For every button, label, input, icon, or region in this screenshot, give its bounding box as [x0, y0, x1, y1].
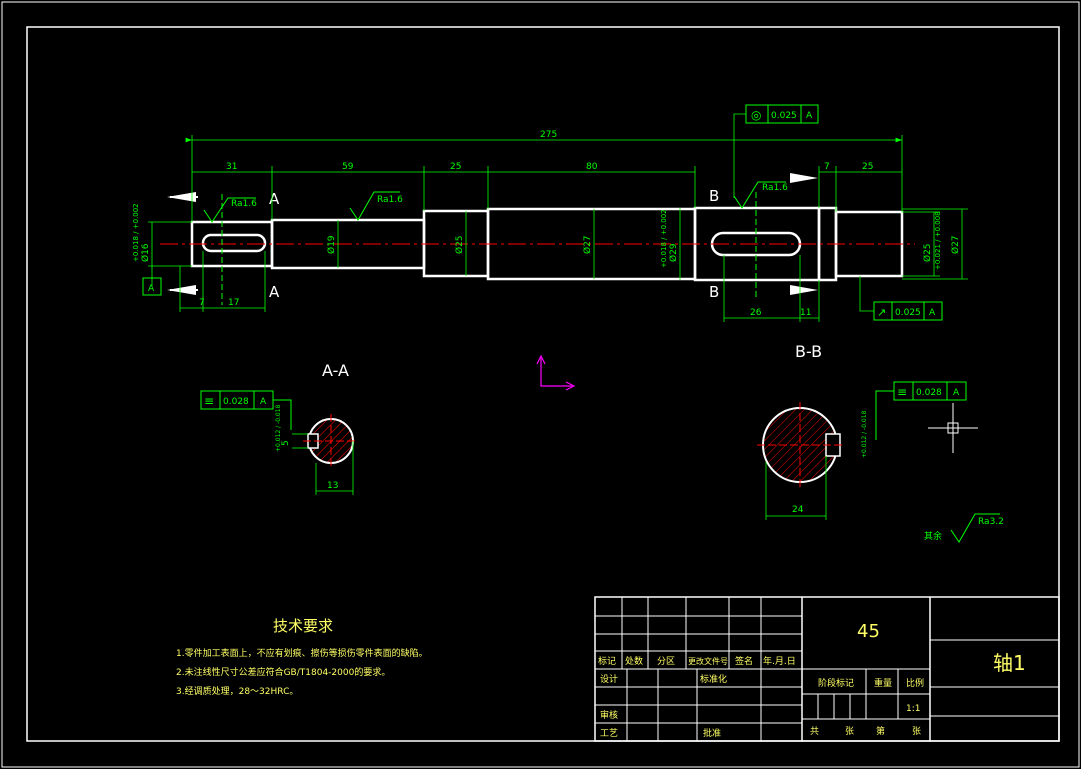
section-mark-b-top: B [709, 187, 719, 205]
title-label-standardize: 标准化 [700, 673, 727, 685]
tolerance-value: 0.028 [916, 388, 942, 398]
ucs-icon [536, 354, 576, 391]
title-header-change-doc: 更改文件号 [688, 656, 728, 666]
dim-dia-27a: Ø27 [582, 235, 593, 254]
section-mark-b-bottom: B [709, 283, 719, 301]
title-label-process: 工艺 [600, 728, 618, 739]
section-title-b: B-B [795, 342, 822, 361]
title-header-date: 年.月.日 [763, 655, 796, 667]
title-label-scale: 比例 [906, 677, 924, 689]
title-label-review: 审核 [600, 709, 618, 721]
tolerance-value: 0.025 [771, 111, 797, 121]
section-view-b: 24 +0.012 / -0.018 [757, 402, 868, 520]
crosshair-cursor-icon [928, 403, 978, 453]
dim-dia-25b-tol: +0.021 / +0.008 [934, 211, 942, 270]
dimension-lines [148, 113, 968, 322]
dim-overall-length: 275 [540, 130, 557, 140]
dim-length-25a: 25 [450, 162, 461, 172]
symmetry-icon: ≡ [897, 385, 907, 399]
tolerance-frame-symmetry-a: ≡ 0.028 A [200, 390, 292, 430]
dim-dia-16: Ø16 [140, 243, 151, 262]
section-mark-a-top: A [269, 190, 280, 208]
section-title-a: A-A [322, 361, 349, 380]
title-block [594, 596, 1060, 742]
title-label-sheet: 张 [912, 726, 921, 737]
dim-section-b-width: 24 [792, 505, 804, 515]
tolerance-frame-runout-top: ◎ 0.025 A [745, 104, 819, 124]
dim-dia-16-tol: +0.018 / +0.002 [132, 203, 140, 262]
dim-key-length-17: 17 [228, 298, 239, 308]
tolerance-frame-symmetry-b: ≡ 0.028 A [875, 381, 967, 440]
dim-section-b-tol: +0.012 / -0.018 [861, 410, 868, 458]
tolerance-value: 0.028 [223, 397, 249, 407]
dim-dia-25a: Ø25 [454, 235, 465, 254]
dim-dia-29: Ø29 [668, 243, 679, 262]
tolerance-datum: A [260, 397, 267, 407]
runout-icon: ↗ [877, 306, 886, 319]
tech-requirement-item: 3.经调质处理，28～32HRC。 [176, 685, 298, 697]
title-label-total: 共 [810, 726, 819, 737]
dim-section-a-tol: +0.012 / -0.018 [275, 404, 282, 452]
dim-section-a-key: 5 [281, 440, 291, 446]
dim-key-offset-7: 7 [199, 298, 205, 308]
title-header-mark: 标记 [598, 655, 616, 667]
roughness-symbols [203, 181, 1000, 543]
dim-key-offset-11: 11 [800, 308, 811, 318]
symmetry-icon: ≡ [204, 394, 214, 408]
concentricity-icon: ◎ [751, 108, 761, 122]
title-value-scale: 1:1 [906, 704, 920, 714]
dim-dia-27b: Ø27 [950, 235, 961, 254]
title-header-zone: 分区 [657, 656, 675, 667]
dim-dia-19: Ø19 [326, 235, 337, 254]
dim-length-25b: 25 [862, 162, 873, 172]
tolerance-datum: A [806, 111, 813, 121]
tolerance-datum: A [953, 388, 960, 398]
roughness-other-caption: 其余 [924, 530, 942, 542]
keyway-left [201, 233, 267, 253]
dim-length-7: 7 [824, 162, 830, 172]
datum-label: A [148, 284, 155, 294]
datum-frame-left: A [142, 277, 162, 296]
section-view-a: 13 5 +0.012 / -0.018 [275, 404, 358, 495]
roughness-other-label: Ra3.2 [978, 517, 1004, 527]
tech-requirement-item: 1.零件加工表面上，不应有划痕、擦伤等损伤零件表面的缺陷。 [176, 647, 428, 659]
dim-length-80: 80 [586, 162, 598, 172]
title-label-approve: 批准 [703, 727, 721, 739]
tech-requirements-title: 技术要求 [273, 617, 333, 635]
dim-length-31: 31 [226, 162, 237, 172]
roughness-right-label: Ra1.6 [762, 183, 788, 193]
title-label-weight: 重量 [874, 677, 892, 689]
dim-length-59: 59 [342, 162, 354, 172]
tolerance-frame-runout-right: ↗ 0.025 A [873, 301, 943, 321]
title-header-signature: 签名 [735, 655, 753, 667]
roughness-left-label: Ra1.6 [231, 199, 257, 209]
title-label-design: 设计 [600, 673, 618, 685]
dim-dia-25b: Ø25 [922, 243, 933, 262]
title-part-name: 轴1 [993, 651, 1026, 675]
title-label-stage-mark: 阶段标记 [818, 677, 854, 689]
title-material: 45 [857, 621, 880, 642]
dim-section-a-width: 13 [327, 481, 338, 491]
title-label-page: 第 [876, 725, 885, 737]
title-header-count: 处数 [625, 655, 643, 667]
tech-requirements: 技术要求 1.零件加工表面上，不应有划痕、擦伤等损伤零件表面的缺陷。 2.未注线… [176, 617, 428, 697]
dim-dia-29-tol: +0.018 / +0.002 [660, 209, 668, 268]
roughness-shaft19-label: Ra1.6 [377, 195, 403, 205]
section-mark-a-bottom: A [269, 283, 280, 301]
title-label-sheets: 张 [845, 726, 854, 737]
dim-key-length-26: 26 [750, 308, 762, 318]
tolerance-datum: A [929, 308, 936, 318]
tech-requirement-item: 2.未注线性尺寸公差应符合GB/T1804-2000的要求。 [176, 666, 390, 678]
section-cut-marks [167, 173, 818, 305]
tolerance-value: 0.025 [895, 308, 921, 318]
